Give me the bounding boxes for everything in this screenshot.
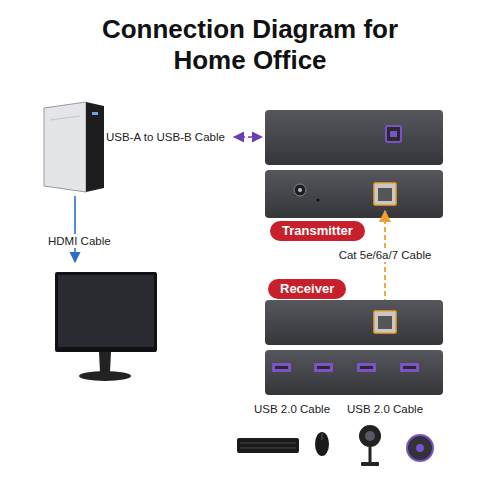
- receiver-front: [265, 350, 443, 395]
- unit-name-pill: Transmitter: [270, 221, 365, 241]
- unit-name: Transmitter: [282, 223, 353, 238]
- pc-tower: [44, 102, 86, 192]
- receiver-front: [317, 366, 330, 369]
- receiver-front: [403, 366, 416, 369]
- receiver-top: [265, 300, 443, 345]
- cable-label: Cat 5e/6a/7 Cable: [337, 248, 434, 262]
- diagram-title: Connection Diagram for Home Office: [70, 14, 430, 76]
- mouse: [322, 433, 323, 440]
- webcam: [369, 447, 372, 463]
- receiver-front: [400, 363, 419, 372]
- speakerphone: [416, 444, 424, 452]
- receiver-top: [265, 300, 443, 345]
- receiver-front: [265, 350, 443, 395]
- webcam: [359, 425, 381, 447]
- transmitter-top: [265, 110, 443, 165]
- usb-cable: [234, 137, 262, 138]
- webcam: [365, 431, 375, 441]
- transmitter-front: [316, 198, 319, 201]
- cable-label: USB-A to USB-B Cable: [104, 130, 227, 144]
- monitor: [79, 371, 131, 381]
- cable-label: USB 2.0 Cable: [252, 402, 332, 416]
- transmitter-top: [390, 131, 397, 137]
- keyboard: [237, 438, 299, 453]
- receiver-top: [374, 311, 396, 333]
- transmitter-front: [378, 188, 392, 201]
- webcam: [361, 462, 379, 466]
- monitor: [55, 272, 157, 381]
- unit-name: Receiver: [280, 281, 334, 296]
- keyboard: [240, 448, 296, 449]
- unit-name-pill: Receiver: [268, 279, 346, 299]
- transmitter-top: [386, 126, 401, 142]
- receiver-front: [275, 366, 288, 369]
- pc-tower: [86, 102, 104, 192]
- receiver-front: [357, 363, 376, 372]
- webcam: [359, 425, 381, 466]
- hdmi-cable: [75, 196, 76, 262]
- receiver-top: [378, 316, 392, 329]
- speakerphone: [407, 435, 433, 461]
- transmitter-front: [265, 170, 443, 218]
- usb-cable: [234, 136, 262, 138]
- pc-tower: [92, 112, 98, 115]
- keyboard: [240, 443, 296, 444]
- transmitter-top: [265, 110, 443, 165]
- mouse: [315, 432, 329, 456]
- receiver-front: [360, 366, 373, 369]
- receiver-front: [272, 363, 291, 372]
- monitor: [99, 352, 111, 372]
- transmitter-front: [294, 184, 306, 196]
- mouse: [315, 432, 329, 456]
- transmitter-front: [298, 188, 302, 192]
- speakerphone: [407, 435, 433, 461]
- keyboard: [237, 438, 299, 453]
- hdmi-cable: [74, 196, 76, 262]
- pc-tower: [44, 102, 104, 192]
- monitor: [58, 275, 154, 347]
- transmitter-front: [374, 183, 396, 205]
- transmitter-front: [265, 170, 443, 218]
- receiver-front: [314, 363, 333, 372]
- cable-label: USB 2.0 Cable: [345, 402, 425, 416]
- pc-tower: [50, 116, 80, 120]
- monitor: [55, 272, 157, 352]
- cable-label: HDMI Cable: [46, 234, 113, 248]
